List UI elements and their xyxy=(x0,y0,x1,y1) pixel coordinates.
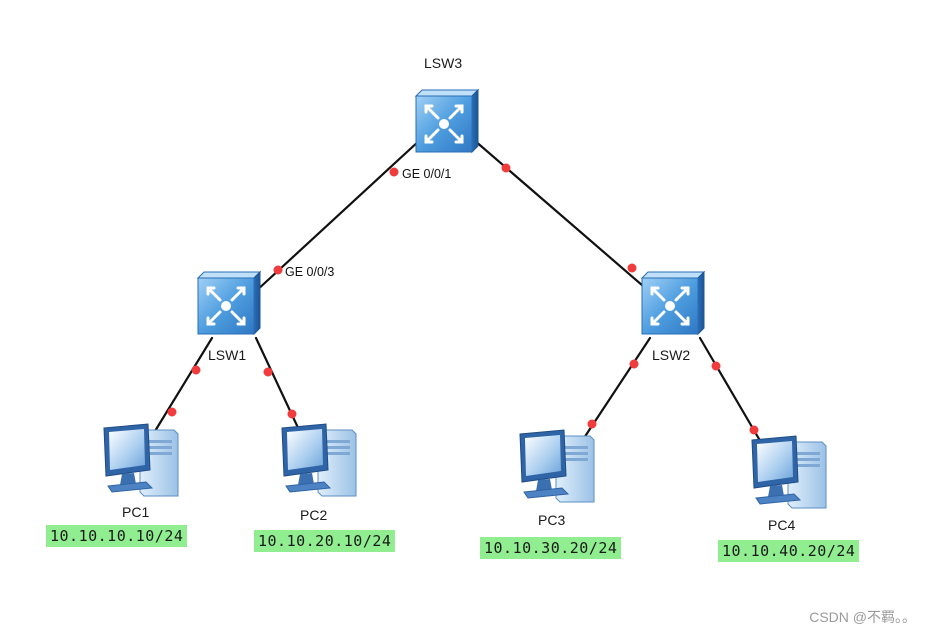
lsw2-label: LSW2 xyxy=(652,347,691,363)
port-dot xyxy=(711,361,721,371)
port-dot xyxy=(629,359,639,369)
switch-lsw3-icon[interactable] xyxy=(414,88,480,154)
pc3-label: PC3 xyxy=(538,512,566,528)
port-dot xyxy=(263,367,273,377)
pc1-label: PC1 xyxy=(122,504,150,520)
pc1-ip-address: 10.10.10.10/24 xyxy=(46,525,188,547)
pc1-icon[interactable] xyxy=(103,423,179,497)
port-dot xyxy=(167,407,177,417)
pc2-ip-address: 10.10.20.10/24 xyxy=(254,530,396,552)
pc4-label: PC4 xyxy=(768,517,796,533)
port-dot xyxy=(627,263,637,273)
port-dot xyxy=(273,265,283,275)
pc4-ip-address: 10.10.40.20/24 xyxy=(718,540,860,562)
port-dot xyxy=(191,365,201,375)
switch-lsw1-icon[interactable] xyxy=(196,270,262,336)
pc2-icon[interactable] xyxy=(281,423,357,497)
link-lsw3-lsw1 xyxy=(253,138,422,294)
port-dot xyxy=(287,409,297,419)
lsw1-label: LSW1 xyxy=(208,347,247,363)
port-label-lsw1-ge003: GE 0/0/3 xyxy=(285,265,335,279)
pc3-ip-address: 10.10.30.20/24 xyxy=(480,537,622,559)
port-dot xyxy=(389,167,399,177)
link-lsw3-lsw2 xyxy=(472,138,652,294)
watermark: CSDN @不羁。。 xyxy=(809,609,916,625)
pc2-label: PC2 xyxy=(300,507,328,523)
port-dot xyxy=(587,419,597,429)
port-dot xyxy=(501,163,511,173)
link-lsw1-pc1 xyxy=(150,336,214,438)
pc3-icon[interactable] xyxy=(519,429,595,503)
pc4-icon[interactable] xyxy=(751,435,827,509)
port-label-lsw3-ge001: GE 0/0/1 xyxy=(402,167,452,181)
lsw3-label: LSW3 xyxy=(424,55,463,71)
switch-lsw2-icon[interactable] xyxy=(640,270,706,336)
port-dot xyxy=(749,425,759,435)
